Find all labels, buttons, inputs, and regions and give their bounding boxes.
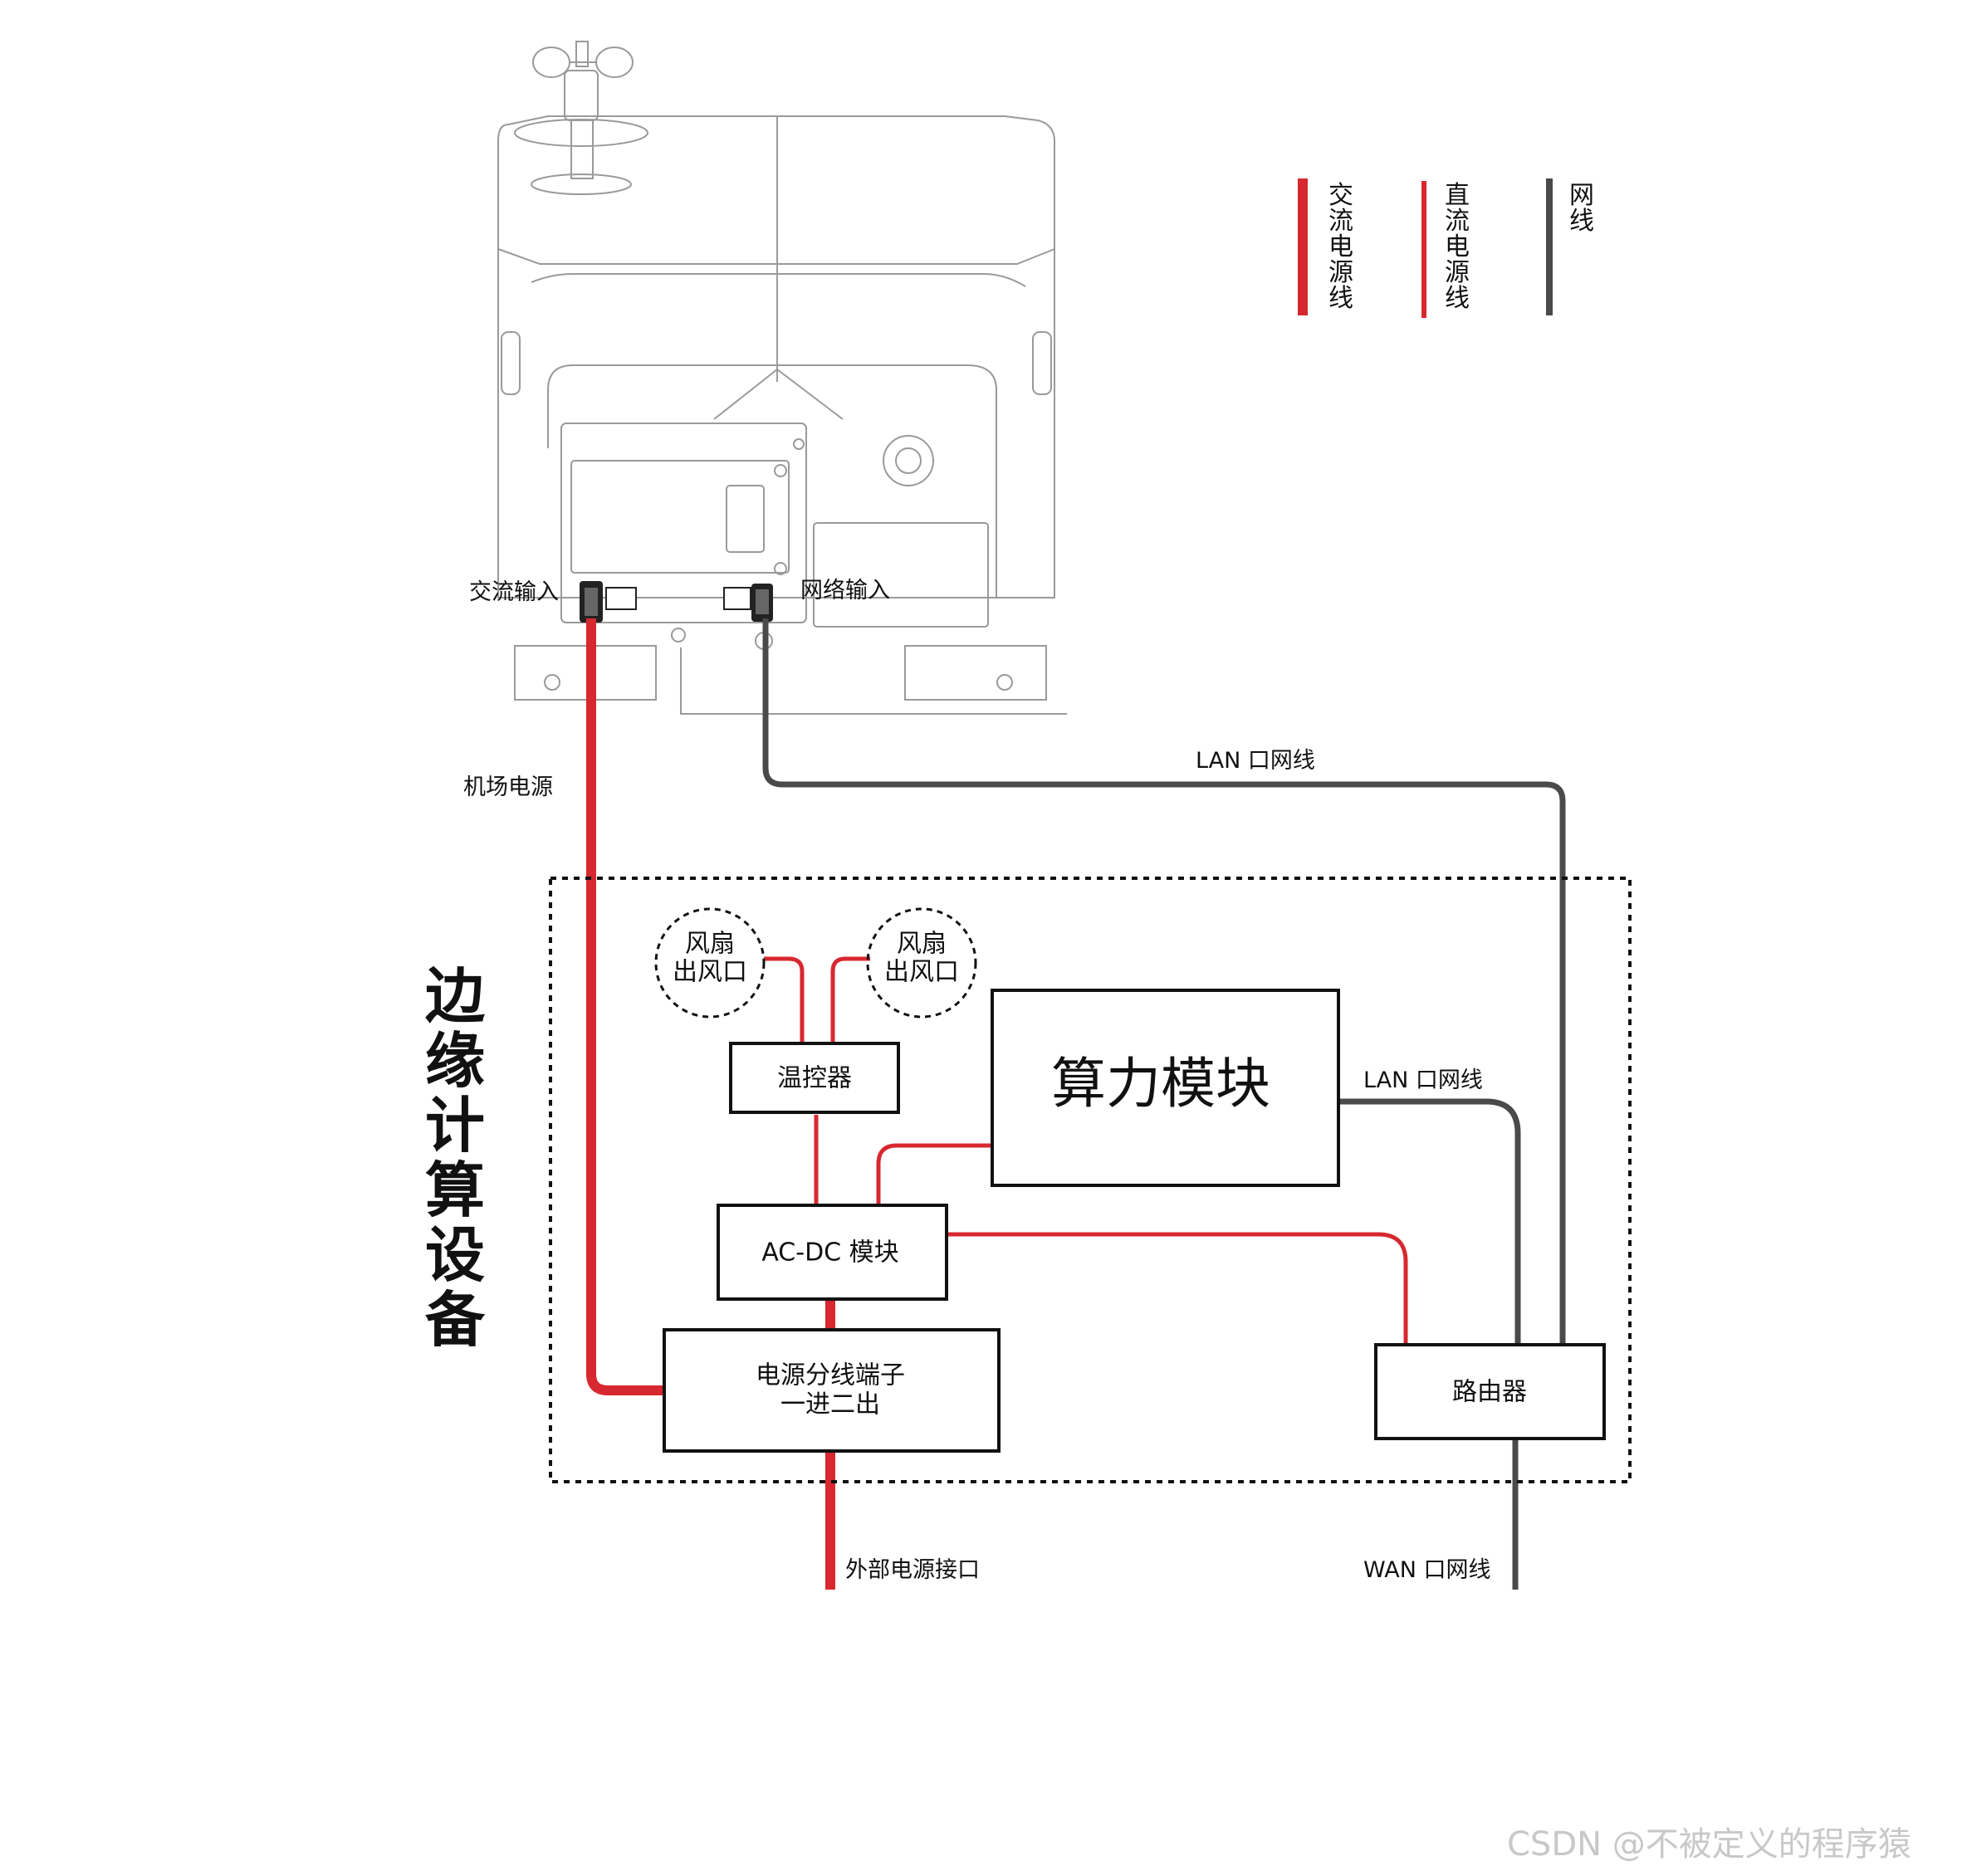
legend-ac-char: 线: [1328, 284, 1353, 313]
fan-outlet-1: [654, 907, 766, 1019]
side-title-char: 缘: [425, 1026, 485, 1096]
lan-top-label: LAN 口网线: [1196, 748, 1315, 774]
edge-device-title: 边缘计算设备: [425, 961, 486, 1355]
external-power-label: 外部电源接口: [845, 1557, 980, 1583]
legend-net-char: 线: [1569, 207, 1594, 236]
side-title-char: 设: [425, 1220, 485, 1290]
legend-net-char: 网: [1569, 181, 1594, 210]
power-splitter-box: [663, 1328, 1001, 1453]
edge-device-boundary: [549, 877, 1632, 1483]
router-box: [1374, 1343, 1606, 1440]
acdc-module-label: AC-DC 模块: [761, 1238, 898, 1268]
thermostat-box: [729, 1042, 900, 1114]
lan-top-wire: [762, 618, 1566, 1345]
wan-label: WAN 口网线: [1363, 1557, 1490, 1583]
fan2-line1: 风扇: [897, 930, 947, 959]
ac-power-wire: [586, 618, 664, 1395]
legend-ac-swatch: [1298, 178, 1308, 315]
legend-dc-char: 电: [1445, 232, 1470, 261]
watermark: CSDN @不被定义的程序猿: [1507, 1825, 1911, 1864]
network-input-connector: [723, 584, 773, 622]
splitter-line1: 电源分线端子: [756, 1361, 905, 1390]
legend-dc-char: 流: [1445, 207, 1470, 236]
airport-power-label: 机场电源: [463, 774, 553, 800]
side-title-char: 备: [425, 1285, 486, 1355]
legend-net-swatch: [1546, 178, 1553, 315]
ac-input-label: 交流输入: [469, 579, 559, 605]
legend-dc-label: 直流电源线: [1445, 181, 1470, 313]
fan1-line2: 出风口: [673, 958, 747, 987]
fan2-line2: 出风口: [884, 958, 959, 987]
legend-ac-label: 交流电源线: [1328, 181, 1353, 313]
legend-ac-char: 电: [1328, 232, 1353, 261]
acdc-module-box: [717, 1204, 948, 1301]
dock-device-illustration: [497, 41, 1067, 715]
legend-dc-char: 源: [1445, 258, 1470, 287]
network-input-label: 网络输入: [800, 578, 890, 603]
fan-outlet-2: [866, 907, 977, 1019]
side-title-char: 计: [425, 1091, 485, 1160]
splitter-line2: 一进二出: [780, 1390, 880, 1419]
side-title-char: 算: [425, 1155, 485, 1225]
thermostat-fan2-wire: [830, 956, 870, 1043]
thermostat-fan1-wire: [764, 956, 805, 1043]
lan-inner-label: LAN 口网线: [1363, 1067, 1483, 1093]
legend-ac-char: 源: [1328, 258, 1353, 287]
legend-net-label: 网线: [1569, 181, 1594, 236]
legend-dc-swatch: [1421, 181, 1426, 318]
ac-input-connector: [580, 581, 637, 623]
side-title-char: 边: [425, 961, 485, 1031]
legend-ac-char: 交: [1328, 181, 1353, 210]
legend-dc-char: 线: [1445, 284, 1470, 313]
legend-ac-char: 流: [1328, 207, 1353, 236]
legend-dc-char: 直: [1445, 181, 1470, 210]
router-label: 路由器: [1452, 1378, 1527, 1407]
anemometer-icon: [514, 41, 648, 195]
acdc-compute-wire: [876, 1143, 992, 1205]
thermostat-label: 温控器: [777, 1064, 852, 1093]
legend: 交流电源线 直流电源线 网线: [1298, 178, 1594, 318]
compute-module-label: 算力模块: [1051, 1052, 1270, 1116]
fan1-line1: 风扇: [685, 930, 735, 959]
compute-module-box: [991, 989, 1340, 1187]
lan-inner-wire: [1338, 1098, 1521, 1345]
acdc-router-wire: [947, 1232, 1408, 1345]
